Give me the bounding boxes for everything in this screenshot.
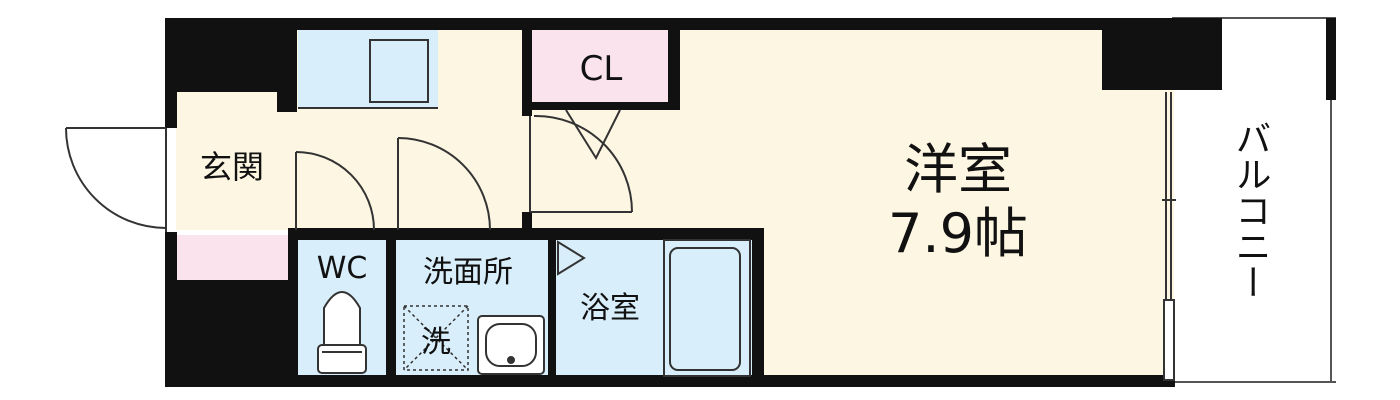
toilet-door [295, 151, 375, 231]
closet-door [565, 109, 621, 161]
washing-machine-icon [403, 305, 469, 371]
entrance-door [65, 127, 167, 232]
western-room-size: 7.9帖 [888, 202, 1028, 265]
toilet-label: WC [317, 251, 368, 286]
wash-basin-icon [477, 315, 545, 375]
bathroom-door [557, 240, 586, 276]
toilet-icon [317, 291, 367, 374]
washroom-label: 洗面所 [423, 255, 513, 290]
kitchen-counter [298, 28, 438, 108]
bathroom-label: 浴室 [580, 291, 640, 326]
entrance-label: 玄関 [200, 148, 264, 186]
bathtub-icon [663, 239, 751, 377]
kitchen-sink-icon [298, 39, 438, 109]
closet-floor [532, 28, 670, 102]
washroom-door [397, 137, 491, 231]
washer-label: 洗 [421, 325, 451, 360]
entrance-floor [176, 92, 296, 230]
balcony-label: バルコニー [1230, 120, 1271, 300]
balcony-window [1162, 92, 1176, 381]
western-room-label: 洋室 [904, 138, 1012, 201]
walls [165, 18, 1222, 387]
closet-label: CL [580, 49, 623, 89]
